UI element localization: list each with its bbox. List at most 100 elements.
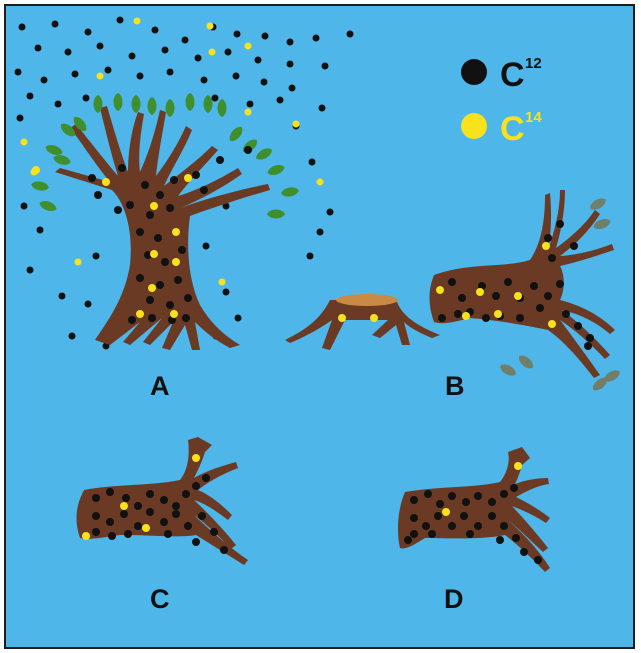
stump-top [336,294,398,306]
leaf [227,124,245,144]
c12-atom-dot [182,490,190,498]
c12-atom-dot [192,538,200,546]
c12-atom-dot [162,47,169,54]
c12-atom-dot [289,85,296,92]
panel-d: D [398,447,550,614]
c12-atom-dot [120,510,128,518]
c12-atom-dot [97,43,104,50]
c14-atom-dot [209,49,216,56]
c12-atom-dot [126,201,134,209]
c12-atom-dot [458,294,466,302]
c12-atom-dot [287,61,294,68]
c14-atom-dot [102,178,110,186]
c12-atom-dot [462,498,470,506]
leaf [218,99,227,117]
tree-stump [285,294,440,350]
c12-atom-dot [166,204,174,212]
c12-atom-dot [136,274,144,282]
c14-atom-dot [542,242,550,250]
c12-atom-dot [474,522,482,530]
c12-atom-dot [562,310,570,318]
c14-legend-dot [461,113,487,139]
c12-atom-dot [574,322,582,330]
legend-item-c14: C 14 [461,109,542,148]
leaf [148,97,157,115]
c14-atom-dot [21,139,28,146]
c14-atom-dot [148,284,156,292]
c14-legend-symbol: C [500,110,525,148]
c14-atom-dot [134,18,141,25]
c12-atom-dot [287,39,294,46]
c12-atom-dot [106,518,114,526]
c12-atom-dot [160,518,168,526]
c12-atom-dot [184,522,192,530]
leaf [498,362,518,379]
stump-body [285,299,440,350]
c12-atom-dot [317,229,324,236]
c12-atom-dot [128,316,136,324]
c12-atom-dot [184,294,192,302]
c12-atom-dot [92,528,100,536]
leaf [267,210,285,219]
leaf [132,95,141,113]
c12-atom-dot [182,314,190,322]
c12-atom-dot [92,494,100,502]
c12-atom-dot [167,69,174,76]
c14-atom-dot [514,292,522,300]
c12-atom-dot [152,27,159,34]
leaf [280,186,299,198]
c12-atom-dot [106,488,114,496]
c12-atom-dot [27,267,34,274]
c12-atom-dot [203,243,210,250]
panel-d-label: D [444,584,464,614]
panel-a: A [15,17,354,402]
c12-legend-symbol: C [500,56,525,94]
panel-a-label: A [150,371,170,401]
c12-atom-dot [94,191,102,199]
c12-atom-dot [161,258,169,266]
c12-atom-dot [37,227,44,234]
c14-atom-dot [476,288,484,296]
c12-atom-dot [72,71,79,78]
c12-atom-dot [244,146,252,154]
c12-atom-dot [216,156,224,164]
c12-atom-dot [255,57,262,64]
c12-atom-dot [488,498,496,506]
c12-legend-mass-number: 12 [525,55,542,72]
c12-atom-dot [500,490,508,498]
c12-atom-dot [59,293,66,300]
c12-atom-dot [164,530,172,538]
c14-atom-dot [172,258,180,266]
c12-atom-dot [234,31,241,38]
c12-atom-dot [85,29,92,36]
c12-atom-dot [496,536,504,544]
c12-atom-dot [117,17,124,24]
c12-atom-dot [202,474,210,482]
c12-atom-dot [118,164,126,172]
c14-atom-dot [219,279,226,286]
c12-atom-dot [327,209,334,216]
c12-atom-dot [556,280,564,288]
c12-atom-dot [19,24,26,31]
c12-atom-dot [122,494,130,502]
leaf [516,353,536,371]
c12-atom-dot [530,282,538,290]
c12-atom-dot [262,33,269,40]
c12-atom-dot [544,234,552,242]
c12-atom-dot [448,278,456,286]
leaf [44,143,64,158]
leaf [588,196,608,213]
c14-atom-dot [436,286,444,294]
c12-atom-dot [347,31,354,38]
panel-c-label: C [150,584,170,614]
c12-atom-dot [584,342,592,350]
panel-c: C [77,437,248,614]
c12-atom-dot [220,546,228,554]
c12-atom-dot [466,530,474,538]
c12-atom-dot [247,101,254,108]
c12-atom-dot [182,37,189,44]
c12-atom-dot [319,105,326,112]
c12-atom-dot [548,254,556,262]
